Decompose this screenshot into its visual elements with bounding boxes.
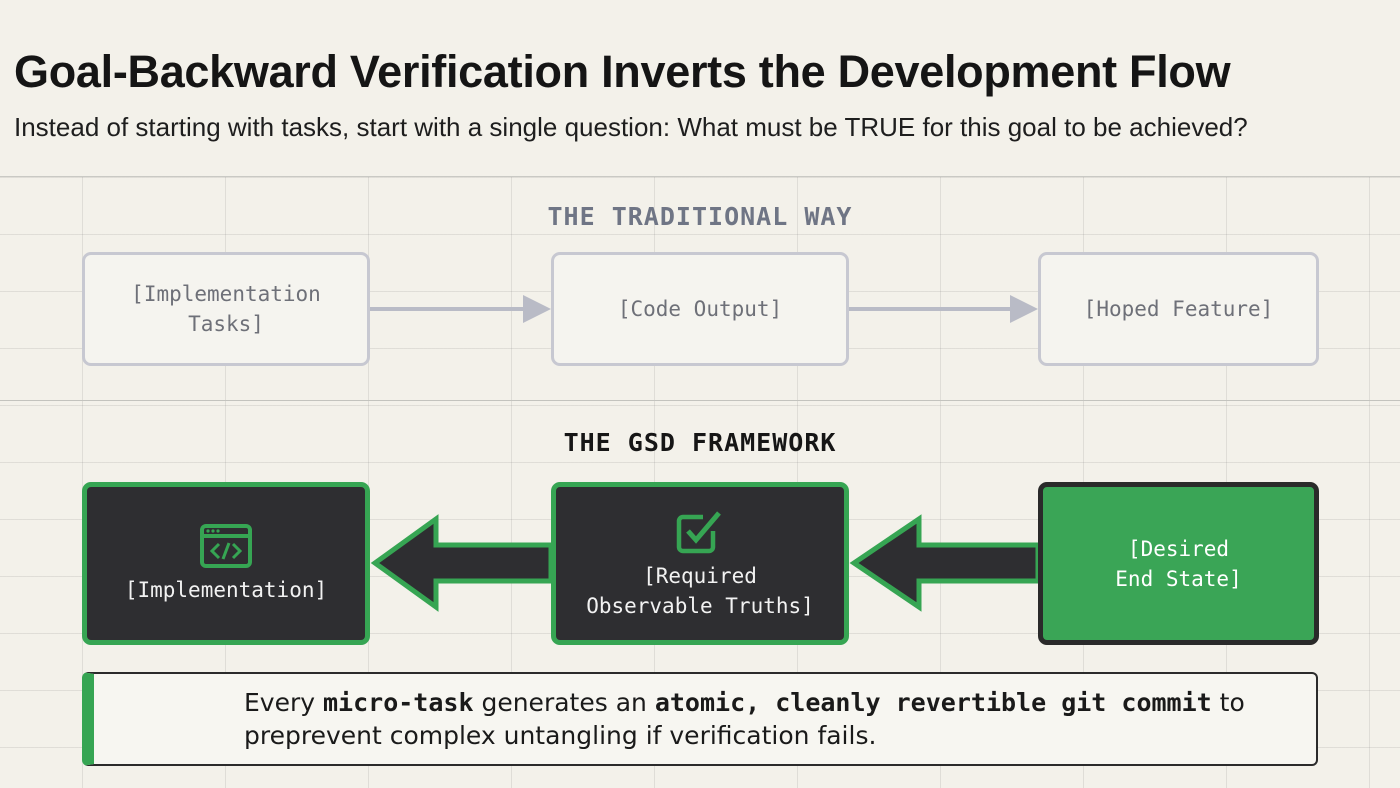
checkbox-icon — [676, 510, 721, 553]
gsd-node-required-observable-truths: [Required Observable Truths] — [551, 482, 849, 645]
traditional-section-label: THE TRADITIONAL WAY — [547, 202, 853, 231]
traditional-node-code-output: [Code Output] — [551, 252, 849, 366]
gsd-section-label: THE GSD FRAMEWORK — [563, 428, 837, 457]
callout-text: generates an — [473, 688, 655, 717]
callout-text: to preprevent complex untangling if veri… — [244, 688, 1245, 750]
traditional-node-implementation-tasks: [Implementation Tasks] — [82, 252, 370, 366]
section-divider — [0, 400, 1400, 401]
gsd-node-desired-end-state: [Desired End State] — [1038, 482, 1319, 645]
gsd-node-implementation: [Implementation] — [82, 482, 370, 645]
traditional-arrow-1 — [370, 295, 551, 323]
page-title: Goal-Backward Verification Inverts the D… — [14, 46, 1231, 97]
node-label: [Code Output] — [617, 297, 783, 321]
gsd-arrow-backward-2 — [849, 514, 1038, 612]
callout-note: Every micro-task generates an atomic, cl… — [82, 672, 1318, 766]
node-label: [Implementation Tasks] — [131, 282, 321, 336]
traditional-node-hoped-feature: [Hoped Feature] — [1038, 252, 1319, 366]
callout-emphasis: micro-task — [323, 688, 474, 717]
page-subtitle: Instead of starting with tasks, start wi… — [14, 112, 1248, 142]
code-window-icon — [200, 523, 252, 568]
callout-text: Every — [244, 688, 323, 717]
callout-emphasis: atomic, cleanly revertible git commit — [654, 688, 1212, 717]
node-label: [Hoped Feature] — [1083, 297, 1274, 321]
node-label: [Implementation] — [124, 577, 328, 602]
gsd-arrow-backward-1 — [370, 514, 551, 612]
traditional-arrow-2 — [849, 295, 1038, 323]
node-label: [Required Observable Truths] — [586, 563, 814, 618]
node-label: [Desired End State] — [1115, 536, 1242, 591]
